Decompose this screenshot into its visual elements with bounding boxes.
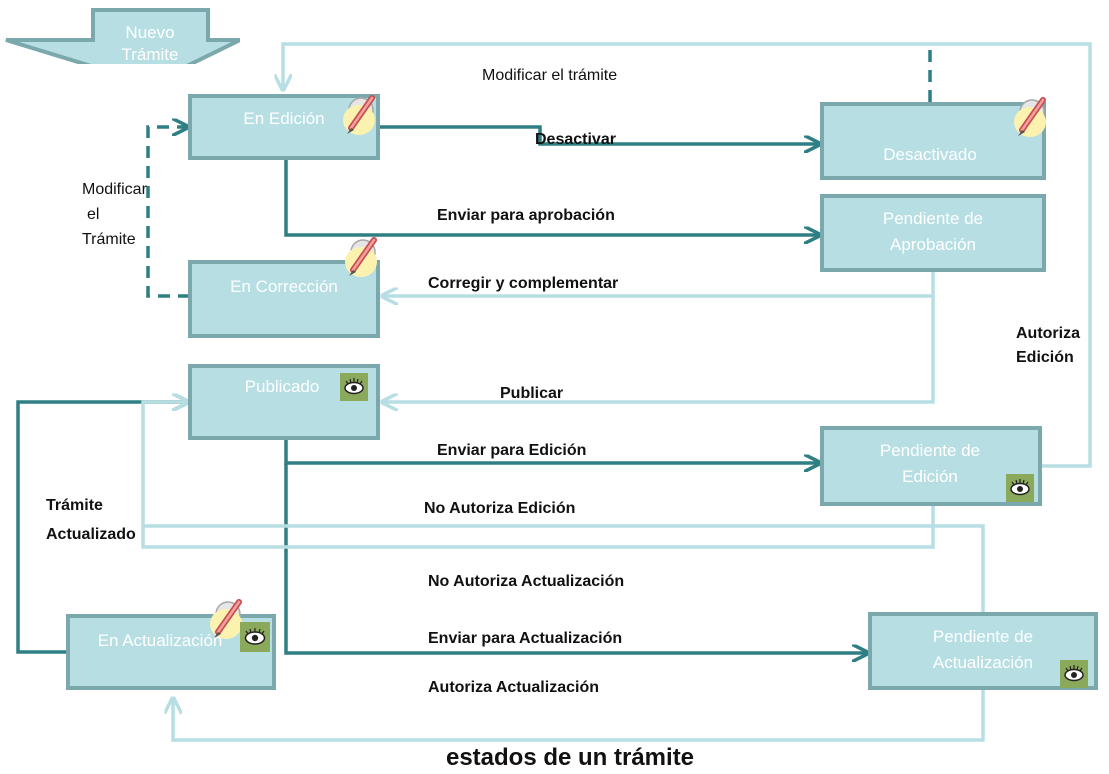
label-no-autoriza-edicion: No Autoriza Edición (424, 500, 575, 517)
state-desactivado: Desactivado (820, 102, 1046, 180)
state-en-correccion: En Corrección (188, 260, 380, 338)
diagram-caption: estados de un trámite (446, 744, 694, 771)
pencil-icon (343, 95, 375, 135)
start-arrow-shape (5, 8, 240, 64)
desactivar-connector (378, 125, 818, 144)
autoriza-actualizacion-connector (173, 689, 985, 742)
state-en-actualizacion-label: En Actualización (98, 631, 223, 650)
label-corregir: Corregir y complementar (428, 275, 618, 292)
start-label-line2: Trámite (122, 45, 179, 64)
state-pendiente-edicion-label-1: Pendiente de (880, 441, 980, 460)
eye-icon (240, 622, 270, 652)
state-publicado-label: Publicado (245, 377, 320, 396)
modificar-tramite-side-connector (146, 127, 190, 298)
publicar-connector (384, 296, 935, 402)
eye-icon (1060, 660, 1088, 688)
start-label-line1: Nuevo (125, 23, 174, 42)
eye-icon (1006, 474, 1034, 502)
pencil-icon (1014, 97, 1046, 137)
label-publicar: Publicar (500, 385, 563, 402)
state-pendiente-edicion: Pendiente de Edición (820, 426, 1042, 506)
label-tramite-actualizado-line1: Trámite (46, 497, 103, 514)
label-modificar-line2: el (87, 206, 99, 223)
label-modificar-line3: Trámite (82, 231, 136, 248)
label-modificar-tramite-top: Modificar el trámite (482, 67, 617, 84)
tramite-actualizado-connector (16, 402, 186, 654)
label-enviar-edicion: Enviar para Edición (437, 442, 586, 459)
label-autoriza-edicion-line1: Autoriza (1016, 325, 1080, 342)
state-pendiente-aprobacion: Pendiente de Aprobación (820, 194, 1046, 272)
enviar-aprobacion-connector (284, 158, 818, 235)
label-no-autoriza-actualizacion: No Autoriza Actualización (428, 573, 624, 590)
autoriza-edicion-connector (283, 42, 1092, 468)
label-tramite-actualizado-line2: Actualizado (46, 526, 136, 543)
enviar-actualizacion-connector (284, 463, 866, 653)
no-autoriza-actualizacion-connector (143, 524, 985, 612)
label-autoriza-edicion-line2: Edición (1016, 349, 1074, 366)
state-en-correccion-label: En Corrección (230, 277, 338, 296)
label-modificar-line1: Modificar (82, 181, 148, 198)
state-publicado: Publicado (188, 364, 380, 440)
state-pendiente-edicion-label-2: Edición (902, 467, 958, 486)
state-pendiente-actualizacion: Pendiente de Actualización (868, 612, 1098, 690)
state-pendiente-aprobacion-label-1: Pendiente de (883, 209, 983, 228)
pencil-icon (345, 237, 377, 277)
state-en-edicion-label: En Edición (243, 109, 324, 128)
state-pendiente-actualizacion-label-2: Actualización (933, 653, 1033, 672)
pencil-icon (210, 599, 242, 639)
no-autoriza-edicion-connector (141, 402, 935, 549)
start-node: Nuevo Trámite (5, 8, 240, 64)
state-pendiente-aprobacion-label-2: Aprobación (890, 235, 976, 254)
state-pendiente-actualizacion-label-1: Pendiente de (933, 627, 1033, 646)
label-desactivar: Desactivar (535, 131, 616, 148)
label-autoriza-actualizacion: Autoriza Actualización (428, 679, 599, 696)
state-desactivado-label: Desactivado (883, 145, 977, 164)
label-enviar-aprobacion: Enviar para aprobación (437, 207, 615, 224)
label-enviar-actualizacion: Enviar para Actualización (428, 630, 622, 647)
eye-icon (340, 373, 368, 401)
